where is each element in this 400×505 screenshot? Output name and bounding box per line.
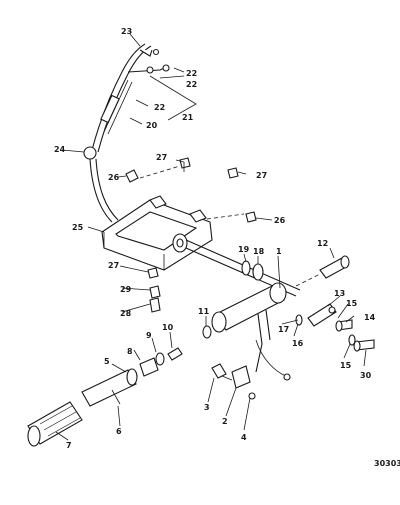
callout-9: 9 [146, 331, 152, 340]
callout-16: 16 [292, 339, 304, 348]
callout-27b: 27 [256, 171, 267, 180]
callout-1: 1 [276, 247, 282, 256]
callout-8: 8 [127, 347, 133, 356]
shift-block [211, 363, 256, 400]
callout-7: 7 [66, 441, 72, 450]
handle-assembly [27, 325, 212, 447]
callout-14: 14 [364, 313, 376, 322]
callout-22a: 22 [186, 69, 197, 78]
fasteners [125, 157, 257, 313]
callout-6: 6 [116, 427, 122, 436]
callout-15b: 15 [340, 361, 352, 370]
cable-harness [83, 43, 170, 223]
callout-12: 12 [317, 239, 328, 248]
steering-bracket [101, 195, 213, 271]
callout-15a: 15 [346, 299, 358, 308]
callout-5: 5 [104, 357, 110, 366]
callout-24: 24 [54, 145, 66, 154]
leader-lines [55, 33, 367, 441]
callout-11: 11 [198, 307, 210, 316]
callout-13: 13 [334, 289, 345, 298]
callout-23: 23 [121, 27, 132, 36]
cable-end [295, 255, 350, 287]
callout-4: 4 [241, 433, 247, 442]
callout-27c: 27 [108, 261, 119, 270]
callout-20: 21 [182, 113, 194, 122]
callout-18: 18 [253, 247, 265, 256]
callout-labels: 23 22 22 22 21 20 24 27 26 27 26 25 19 1… [54, 27, 400, 468]
callout-10: 10 [162, 323, 174, 332]
callout-2: 2 [222, 417, 228, 426]
callout-27a: 27 [156, 153, 167, 162]
callout-30: 30 [360, 371, 372, 380]
callout-17: 17 [278, 325, 289, 334]
steering-lever [211, 282, 291, 381]
callout-22b: 22 [186, 80, 197, 89]
callout-3: 3 [204, 403, 210, 412]
figure-number: 30303 [374, 459, 400, 468]
callout-19: 19 [238, 245, 250, 254]
callout-26b: 26 [274, 216, 286, 225]
callout-26a: 26 [108, 173, 120, 182]
callout-21: 20 [146, 121, 158, 130]
callout-22c: 22 [154, 103, 165, 112]
link-and-bolts [295, 303, 375, 352]
callout-28: 28 [120, 309, 132, 318]
callout-25: 25 [72, 223, 84, 232]
callout-29: 29 [120, 285, 132, 294]
